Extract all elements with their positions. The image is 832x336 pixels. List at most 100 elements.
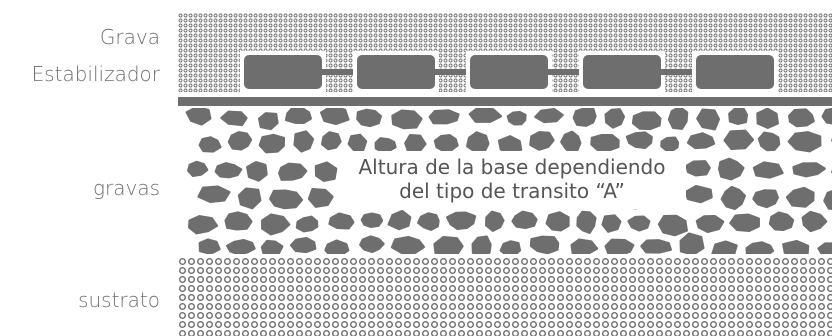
gravel-stone (499, 240, 522, 254)
gravel-stone (570, 238, 599, 254)
gravel-stone (391, 109, 423, 130)
gravel-stone (198, 136, 222, 153)
gravel-stone (506, 110, 527, 126)
gravel-stone (360, 212, 384, 229)
gravel-stone (685, 160, 711, 177)
stabilizer-connector (322, 69, 357, 75)
callout-line-1: Altura de la base dependiendo (358, 155, 666, 179)
gravel-stone (529, 131, 555, 151)
stabilizer-block (696, 55, 774, 89)
gravel-stone (823, 190, 832, 210)
gravel-stone (324, 239, 350, 254)
gravel-stone (328, 212, 355, 230)
gravel-stone (545, 211, 570, 232)
gravel-stone (560, 130, 582, 155)
gravel-stone (214, 162, 243, 179)
base-height-callout: Altura de la base dependiendo del tipo d… (338, 151, 686, 209)
gravel-stone (428, 109, 460, 125)
gravel-stone (246, 161, 268, 182)
gravel-stone (640, 239, 672, 254)
gravel-stone (817, 242, 832, 254)
gravel-stone (278, 162, 308, 181)
gravel-stone (220, 110, 248, 127)
gravel-stone (359, 235, 385, 254)
gravel-stone (446, 211, 477, 230)
gravel-stone (679, 232, 705, 254)
stabilizer-connector (548, 69, 583, 75)
gravel-stone (788, 108, 815, 128)
gravel-stone (284, 108, 312, 124)
gravel-stone (511, 210, 538, 230)
gravel-stone (320, 131, 342, 151)
gravel-stone (293, 130, 315, 153)
gravel-stone (185, 108, 212, 126)
gravel-stone (497, 135, 523, 155)
gravel-stone (269, 189, 304, 210)
gravel-stone (752, 161, 784, 179)
gravel-stone (627, 215, 651, 232)
gravel-stone (625, 131, 653, 149)
gravel-stone (307, 188, 334, 208)
gravel-stone (320, 108, 350, 126)
gravel-stone (696, 108, 721, 131)
gravel-stone (404, 133, 427, 154)
label-grava: Grava (99, 25, 160, 49)
gravel-stone (374, 137, 397, 153)
gravel-stone (684, 184, 713, 204)
gravel-stone (711, 240, 738, 254)
gravel-stone (468, 108, 503, 123)
estabilizador-layer (240, 51, 778, 92)
gravel-stone (224, 211, 253, 231)
gravel-stone (695, 215, 725, 234)
gravel-stone (601, 214, 622, 233)
gravel-stone (258, 112, 279, 131)
gravel-stone (227, 131, 253, 151)
gravel-stone (485, 210, 505, 232)
sustrato-layer (178, 257, 832, 336)
gravel-stone (356, 108, 382, 128)
gravel-stone (261, 213, 291, 236)
gravel-stone (723, 129, 755, 151)
gravel-stone (529, 235, 560, 254)
gravel-stone (686, 132, 716, 150)
gravel-stone (745, 241, 775, 254)
gravel-stone (237, 187, 262, 210)
label-gravas: gravas (93, 176, 160, 200)
gravel-stone (657, 214, 688, 237)
gravel-stone (387, 209, 412, 231)
gravel-stone (660, 136, 680, 152)
gravel-stone (801, 210, 828, 233)
gravel-stone (718, 157, 745, 181)
gravel-stone (433, 133, 459, 152)
stabilizer-connector (435, 69, 470, 75)
gravel-stone (534, 108, 564, 124)
gravel-stone (785, 186, 815, 208)
gravel-stone (433, 236, 464, 254)
gravel-stone (289, 236, 317, 254)
gravel-stone (590, 133, 620, 152)
callout-line-2: del tipo de transito “A” (399, 179, 625, 203)
gravel-stone (604, 108, 626, 129)
gravel-stone (295, 215, 319, 233)
label-estabilizador: Estabilizador (31, 62, 160, 86)
gravel-stone (258, 133, 286, 154)
stabilizer-block (583, 55, 661, 89)
gravel-stone (572, 108, 597, 127)
gravel-stone (787, 131, 822, 153)
gravel-stone (768, 211, 795, 231)
gravel-stone (757, 131, 781, 152)
gravel-stone (390, 235, 426, 254)
stabilizer-connector (661, 69, 696, 75)
gravel-stone (720, 185, 747, 211)
stabilizer-block (244, 55, 322, 89)
label-sustrato: sustrato (78, 288, 160, 312)
gravel-stone (187, 160, 209, 178)
gravel-stone (260, 239, 284, 254)
gravel-stone (752, 189, 779, 209)
gravel-stone (729, 213, 760, 232)
gravel-stone (417, 212, 440, 231)
gravel-stone (604, 238, 635, 254)
stabilizer-block (470, 55, 548, 89)
gravel-stone (821, 108, 832, 125)
